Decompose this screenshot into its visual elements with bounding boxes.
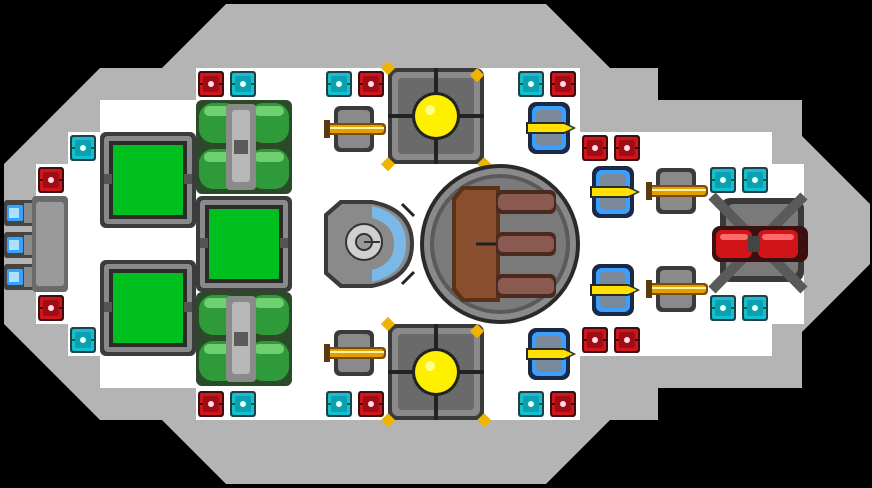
fuel-capsule-icon (196, 292, 292, 386)
weapon-node-icon[interactable] (582, 327, 608, 353)
thruster-bank[interactable] (4, 196, 68, 292)
power-node-icon[interactable] (70, 327, 96, 353)
blue-cannon-icon (590, 264, 640, 316)
weapon-node-icon[interactable] (358, 391, 384, 417)
control-screen-icon (100, 260, 196, 356)
blue-cannon-icon (526, 328, 576, 380)
weapon-node-icon[interactable] (38, 167, 64, 193)
turret-module[interactable] (420, 164, 580, 324)
weapon-node-icon[interactable] (614, 327, 640, 353)
weapon-node-icon[interactable] (198, 71, 224, 97)
fuel-capsule-icon (196, 100, 292, 194)
weapon-node-icon[interactable] (550, 391, 576, 417)
weapon-node-icon[interactable] (582, 135, 608, 161)
weapon-node-icon[interactable] (614, 135, 640, 161)
screen-module[interactable] (100, 132, 196, 228)
power-node-icon[interactable] (70, 135, 96, 161)
power-node-icon[interactable] (710, 167, 736, 193)
reactor-module[interactable] (380, 60, 492, 172)
weapon-node-icon[interactable] (550, 71, 576, 97)
thruster-icon (4, 200, 36, 226)
power-node-icon[interactable] (518, 391, 544, 417)
blue-cannon[interactable] (526, 328, 576, 380)
thruster-icon (4, 264, 36, 290)
power-node-icon[interactable] (742, 295, 768, 321)
screen-module[interactable] (100, 260, 196, 356)
power-node-icon[interactable] (326, 71, 352, 97)
capsule-module[interactable] (196, 292, 292, 386)
shield-module[interactable] (324, 200, 416, 288)
weapon-node-icon[interactable] (198, 391, 224, 417)
blue-cannon-icon (526, 102, 576, 154)
shield-generator-icon (324, 200, 416, 288)
power-node-icon[interactable] (326, 391, 352, 417)
reactor-module[interactable] (380, 316, 492, 428)
reactor-core-icon (380, 316, 492, 428)
power-node-icon[interactable] (742, 167, 768, 193)
power-node-icon[interactable] (230, 391, 256, 417)
engine-module[interactable] (708, 192, 808, 294)
control-screen-icon (196, 196, 292, 292)
main-turret-icon (420, 164, 580, 324)
power-node-icon[interactable] (710, 295, 736, 321)
weapon-node-icon[interactable] (38, 295, 64, 321)
blue-cannon-icon (590, 166, 640, 218)
control-screen-icon (100, 132, 196, 228)
blue-cannon[interactable] (590, 166, 640, 218)
power-node-icon[interactable] (230, 71, 256, 97)
thruster-icon (4, 232, 36, 258)
capsule-module[interactable] (196, 100, 292, 194)
red-engine-icon (708, 192, 808, 294)
power-node-icon[interactable] (518, 71, 544, 97)
weapon-node-icon[interactable] (358, 71, 384, 97)
screen-module[interactable] (196, 196, 292, 292)
blue-cannon[interactable] (526, 102, 576, 154)
reactor-core-icon (380, 60, 492, 172)
blue-cannon[interactable] (590, 264, 640, 316)
